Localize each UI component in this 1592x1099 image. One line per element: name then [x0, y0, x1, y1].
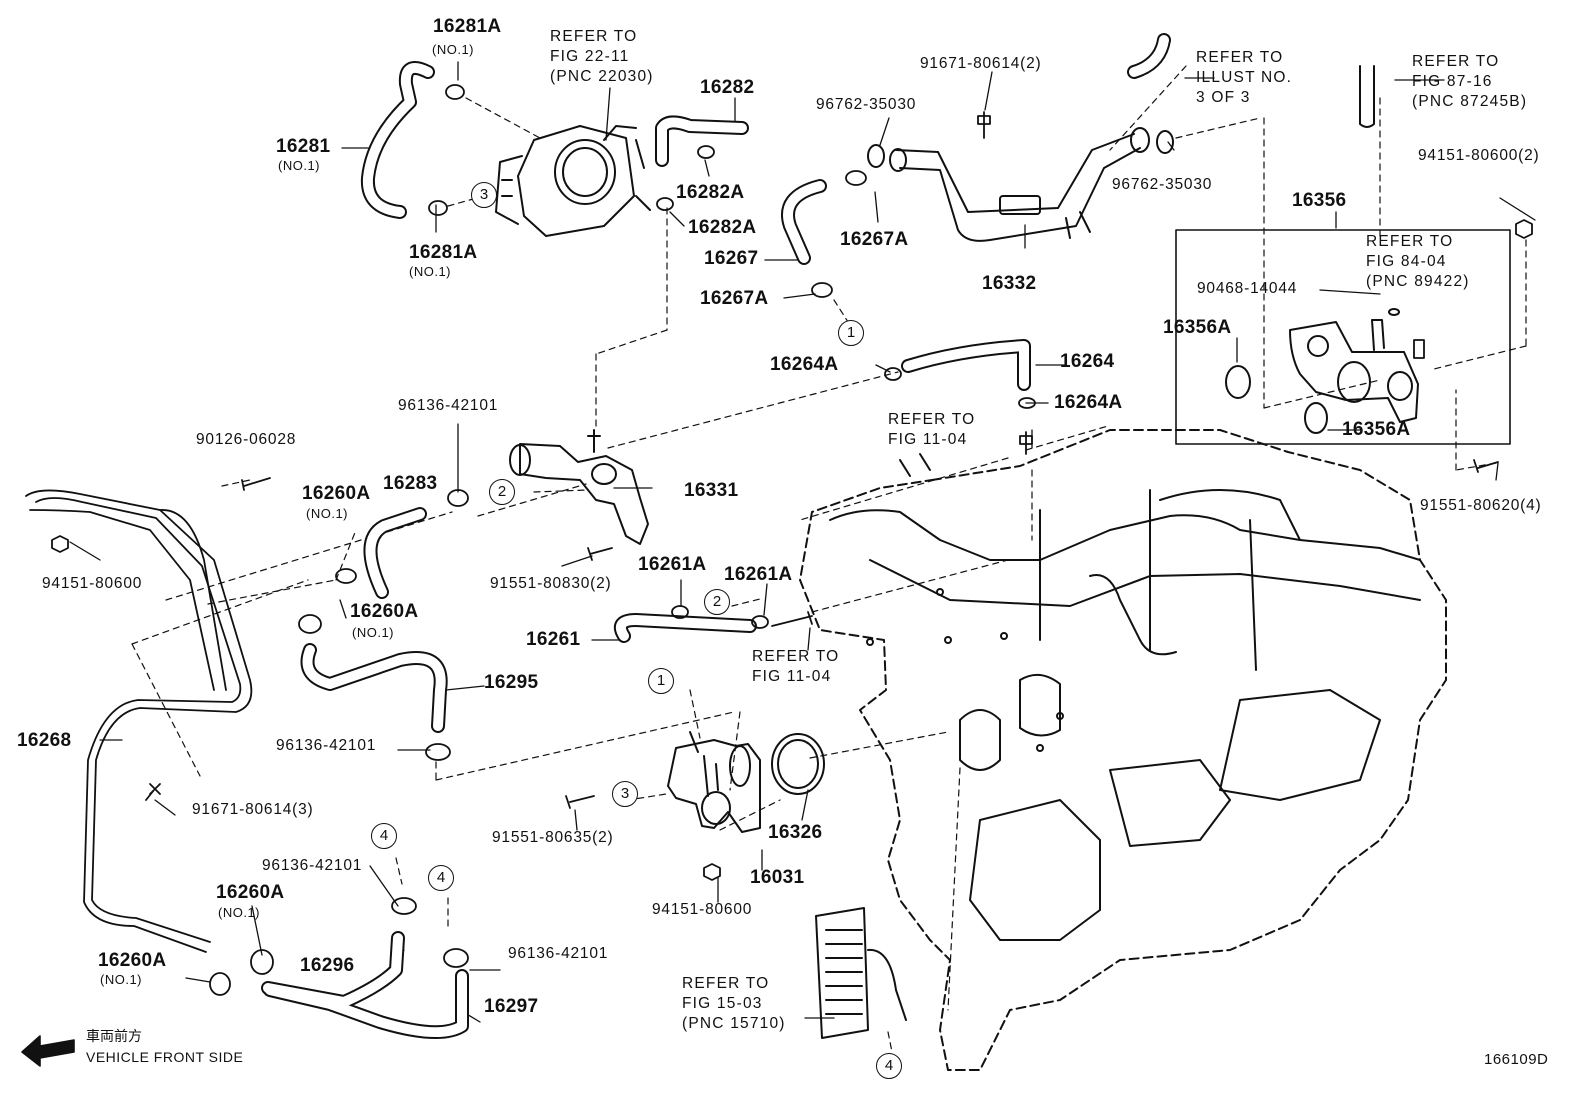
- part-sublabel: (NO.1): [409, 264, 451, 279]
- part-label[interactable]: 16260A: [98, 950, 167, 971]
- part-label[interactable]: 16295: [484, 672, 539, 693]
- part-label[interactable]: 96762-35030: [816, 96, 917, 113]
- part-label[interactable]: 16260A: [302, 483, 371, 504]
- part-label[interactable]: 16356A: [1342, 419, 1411, 440]
- part-label[interactable]: 91551-80620(4): [1420, 497, 1542, 514]
- part-label[interactable]: 16283: [383, 473, 438, 494]
- part-label[interactable]: 16264A: [770, 354, 839, 375]
- part-label[interactable]: 96762-35030: [1112, 176, 1213, 193]
- diagram-id: 166109D: [1484, 1051, 1549, 1068]
- part-label[interactable]: 91551-80635(2): [492, 829, 614, 846]
- part-label[interactable]: 94151-80600: [652, 901, 753, 918]
- part-sublabel: (NO.1): [306, 506, 348, 521]
- part-label[interactable]: 16261A: [724, 564, 793, 585]
- engine-block: [800, 430, 1446, 1070]
- part-label[interactable]: 16281A: [409, 242, 478, 263]
- callout-marker: 1: [838, 320, 864, 346]
- callout-marker: 3: [612, 781, 638, 807]
- vehicle-front-jp: 車両前方: [86, 1029, 142, 1045]
- part-label[interactable]: 94151-80600: [42, 575, 143, 592]
- part-label[interactable]: 91551-80830(2): [490, 575, 612, 592]
- part-label[interactable]: 16356: [1292, 190, 1347, 211]
- part-label[interactable]: 16261: [526, 629, 581, 650]
- part-label[interactable]: 16282A: [688, 217, 757, 238]
- part-label[interactable]: 96136-42101: [508, 945, 609, 962]
- part-sublabel: (NO.1): [100, 972, 142, 987]
- front-arrow-icon: [22, 1036, 74, 1066]
- part-label[interactable]: 16268: [17, 730, 72, 751]
- part-label[interactable]: 16326: [768, 822, 823, 843]
- part-label[interactable]: 16297: [484, 996, 539, 1017]
- part-label[interactable]: 16264: [1060, 351, 1115, 372]
- part-label[interactable]: 16281A: [433, 16, 502, 37]
- part-label[interactable]: 16264A: [1054, 392, 1123, 413]
- gaskets: [772, 131, 1399, 794]
- refer-to-fig-15-03[interactable]: REFER TO FIG 15-03 (PNC 15710): [682, 975, 786, 1032]
- callout-marker: 4: [876, 1053, 902, 1079]
- water-outlet: [510, 430, 648, 544]
- part-sublabel: (NO.1): [352, 625, 394, 640]
- refer-to-illust-3-of-3[interactable]: REFER TO ILLUST NO. 3 OF 3: [1196, 49, 1293, 106]
- part-label[interactable]: 16261A: [638, 554, 707, 575]
- refer-to-fig-22-11[interactable]: REFER TO FIG 22-11 (PNC 22030): [550, 28, 654, 85]
- leader-lines: [70, 62, 1535, 1022]
- part-label[interactable]: 16281: [276, 136, 331, 157]
- part-label[interactable]: 96136-42101: [398, 397, 499, 414]
- oil-cooler: [816, 908, 906, 1038]
- callout-marker: 2: [704, 589, 730, 615]
- clamps: [210, 85, 1035, 995]
- part-label[interactable]: 16282A: [676, 182, 745, 203]
- refer-to-fig-11-04-bottom[interactable]: REFER TO FIG 11-04: [752, 648, 840, 685]
- part-label[interactable]: 91671-80614(2): [920, 55, 1042, 72]
- part-label[interactable]: 90126-06028: [196, 431, 297, 448]
- part-label[interactable]: 16331: [684, 480, 739, 501]
- part-label[interactable]: 16282: [700, 77, 755, 98]
- callout-marker: 2: [489, 479, 515, 505]
- part-label[interactable]: 16296: [300, 955, 355, 976]
- part-label[interactable]: 16267: [704, 248, 759, 269]
- part-label[interactable]: 90468-14044: [1197, 280, 1298, 297]
- refer-to-fig-84-04[interactable]: REFER TO FIG 84-04 (PNC 89422): [1366, 233, 1470, 290]
- hoses: [26, 40, 1374, 1032]
- part-label[interactable]: 91671-80614(3): [192, 801, 314, 818]
- part-label[interactable]: 16260A: [216, 882, 285, 903]
- part-label[interactable]: 96136-42101: [262, 857, 363, 874]
- callout-marker: 4: [371, 823, 397, 849]
- part-label[interactable]: 94151-80600(2): [1418, 147, 1540, 164]
- throttle-body: [496, 126, 650, 236]
- part-label[interactable]: 16031: [750, 867, 805, 888]
- water-inlet-assembly: [1176, 230, 1510, 444]
- part-label[interactable]: 16267A: [840, 229, 909, 250]
- dashed-leaders: [132, 66, 1526, 1052]
- callout-marker: 3: [471, 182, 497, 208]
- part-sublabel: (NO.1): [218, 905, 260, 920]
- part-label[interactable]: 96136-42101: [276, 737, 377, 754]
- part-sublabel: (NO.1): [432, 42, 474, 57]
- engine-detail: [830, 454, 1420, 940]
- part-label[interactable]: 16332: [982, 273, 1037, 294]
- part-sublabel: (NO.1): [278, 158, 320, 173]
- part-label[interactable]: 16260A: [350, 601, 419, 622]
- refer-to-fig-87-16[interactable]: REFER TO FIG 87-16 (PNC 87245B): [1412, 53, 1528, 110]
- part-label[interactable]: 16356A: [1163, 317, 1232, 338]
- thermostat-housing: [668, 732, 760, 832]
- refer-to-fig-11-04-top[interactable]: REFER TO FIG 11-04: [888, 411, 976, 448]
- bolts: [52, 112, 1532, 880]
- callout-marker: 1: [648, 668, 674, 694]
- callout-marker: 4: [428, 865, 454, 891]
- part-label[interactable]: 16267A: [700, 288, 769, 309]
- vehicle-front-en: VEHICLE FRONT SIDE: [86, 1049, 244, 1065]
